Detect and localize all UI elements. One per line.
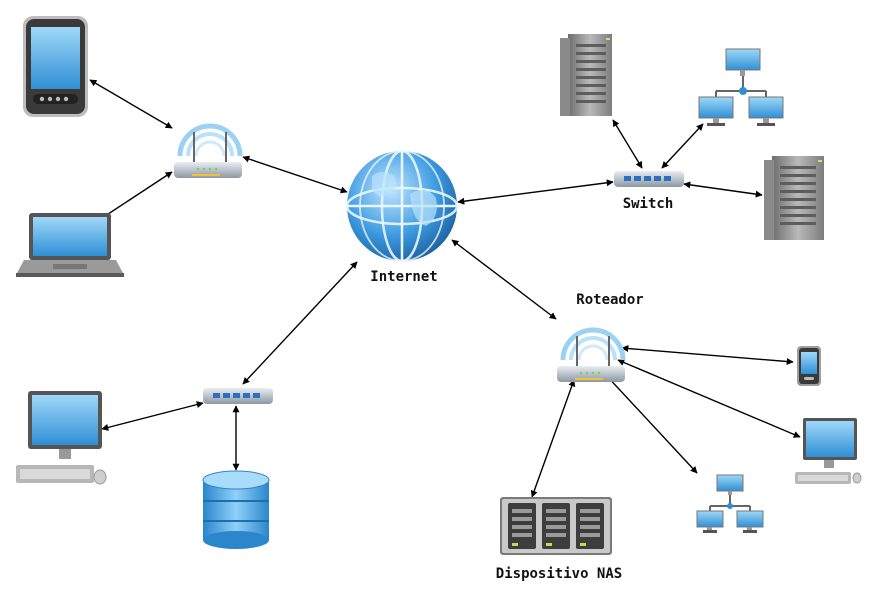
- laptop-icon: [16, 213, 124, 277]
- connection-line: [457, 179, 614, 205]
- connection-line: [617, 359, 801, 438]
- label-switch: Switch: [623, 196, 674, 212]
- desktop-computer-right-icon: [795, 418, 862, 484]
- connection-line: [604, 373, 698, 474]
- connection-line: [242, 261, 358, 385]
- database-icon: [202, 470, 270, 549]
- phone-icon: [797, 346, 821, 386]
- roteador-icon: [557, 327, 626, 382]
- connection-line: [661, 123, 704, 169]
- wireless-router-left-icon: [174, 123, 243, 178]
- server-top-icon: [560, 34, 612, 116]
- label-internet: Internet: [370, 269, 437, 285]
- internet-globe-icon: [345, 149, 459, 263]
- network-group-top-icon: [698, 48, 784, 126]
- server-right-icon: [764, 156, 824, 240]
- switch-icon: [614, 171, 684, 187]
- network-group-bottom-icon: [696, 474, 764, 533]
- connection-line: [621, 345, 794, 365]
- nas-device-icon: [500, 497, 612, 555]
- connections: [89, 79, 801, 498]
- label-router: Roteador: [576, 292, 643, 308]
- connection-line: [101, 401, 204, 431]
- connection-line: [612, 119, 643, 169]
- label-nas: Dispositivo NAS: [496, 566, 622, 582]
- tablet-icon: [23, 16, 88, 117]
- desktop-computer-left-icon: [16, 391, 107, 485]
- connection-line: [683, 181, 763, 198]
- hub-bottom-left-icon: [203, 388, 273, 404]
- connection-line: [451, 239, 557, 320]
- connection-line: [89, 79, 173, 129]
- connection-line: [242, 155, 348, 194]
- connection-line: [530, 379, 576, 498]
